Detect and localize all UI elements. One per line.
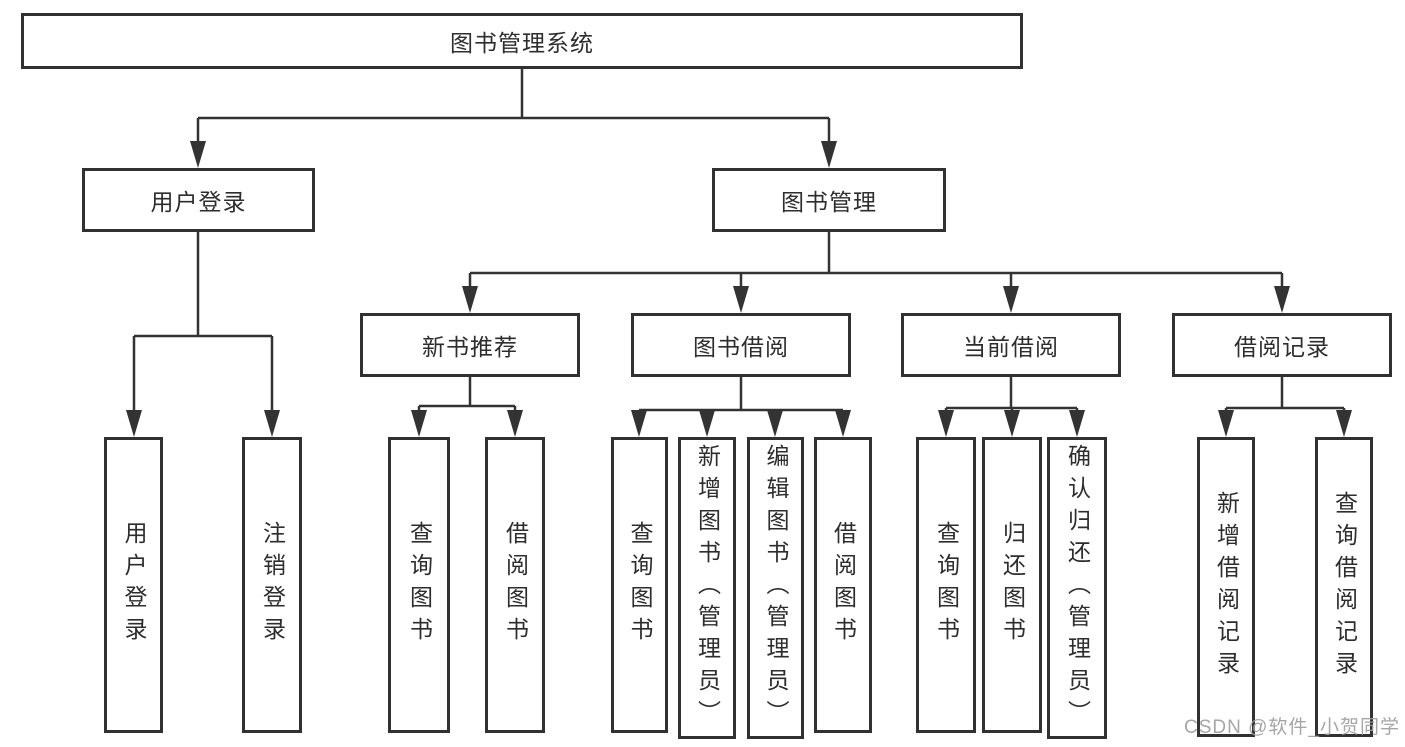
leaf-current-query-books-label: 查询图书 — [933, 521, 960, 649]
node-user-login-label: 用户登录 — [150, 189, 247, 215]
csdn-watermark: CSDN @软件_小贺同学 — [1184, 717, 1400, 738]
leaf-recommend-borrow-books-label: 借阅图书 — [502, 521, 529, 649]
leaf-edit-books-admin-label: 编辑图书（管理员） — [763, 444, 789, 732]
leaf-borrow-query-books-label: 查询图书 — [627, 521, 653, 649]
node-book-borrow-label: 图书借阅 — [693, 334, 789, 360]
leaf-borrow-query-books: 查询图书 — [611, 437, 668, 733]
leaf-query-borrow-record: 查询借阅记录 — [1315, 437, 1373, 737]
leaf-recommend-query-books: 查询图书 — [388, 437, 450, 733]
leaf-borrow-books: 借阅图书 — [814, 437, 872, 733]
leaf-current-query-books: 查询图书 — [916, 437, 976, 733]
node-borrow-records: 借阅记录 — [1172, 313, 1392, 377]
leaf-recommend-query-books-label: 查询图书 — [406, 521, 433, 649]
leaf-logout-label: 注销登录 — [259, 521, 286, 649]
node-current-borrow-label: 当前借阅 — [963, 334, 1059, 360]
leaf-user-login-label: 用户登录 — [121, 521, 147, 649]
node-user-login: 用户登录 — [82, 168, 315, 232]
leaf-logout: 注销登录 — [242, 437, 302, 733]
node-root-label: 图书管理系统 — [450, 30, 594, 56]
leaf-confirm-return-admin-label: 确认归还（管理员） — [1064, 444, 1091, 732]
node-new-book-recommend: 新书推荐 — [360, 313, 580, 377]
leaf-add-borrow-record: 新增借阅记录 — [1197, 437, 1255, 737]
node-current-borrow: 当前借阅 — [901, 313, 1121, 377]
node-book-management: 图书管理 — [712, 168, 946, 232]
leaf-borrow-books-label: 借阅图书 — [830, 521, 857, 649]
leaf-return-books-label: 归还图书 — [999, 521, 1026, 649]
leaf-add-borrow-record-label: 新增借阅记录 — [1213, 491, 1240, 683]
node-root-system: 图书管理系统 — [21, 13, 1023, 69]
leaf-return-books: 归还图书 — [982, 437, 1042, 733]
leaf-add-books-admin: 新增图书（管理员） — [678, 437, 736, 739]
node-book-management-label: 图书管理 — [781, 189, 877, 215]
leaf-edit-books-admin: 编辑图书（管理员） — [747, 437, 804, 739]
node-new-book-recommend-label: 新书推荐 — [422, 334, 518, 360]
arrowheads — [126, 141, 1352, 437]
leaf-add-books-admin-label: 新增图书（管理员） — [694, 444, 721, 732]
leaf-query-borrow-record-label: 查询借阅记录 — [1331, 491, 1358, 683]
node-book-borrow: 图书借阅 — [631, 313, 851, 377]
leaf-user-login: 用户登录 — [104, 437, 163, 733]
node-borrow-records-label: 借阅记录 — [1234, 334, 1330, 360]
leaf-recommend-borrow-books: 借阅图书 — [485, 437, 545, 733]
leaf-confirm-return-admin: 确认归还（管理员） — [1047, 437, 1107, 739]
